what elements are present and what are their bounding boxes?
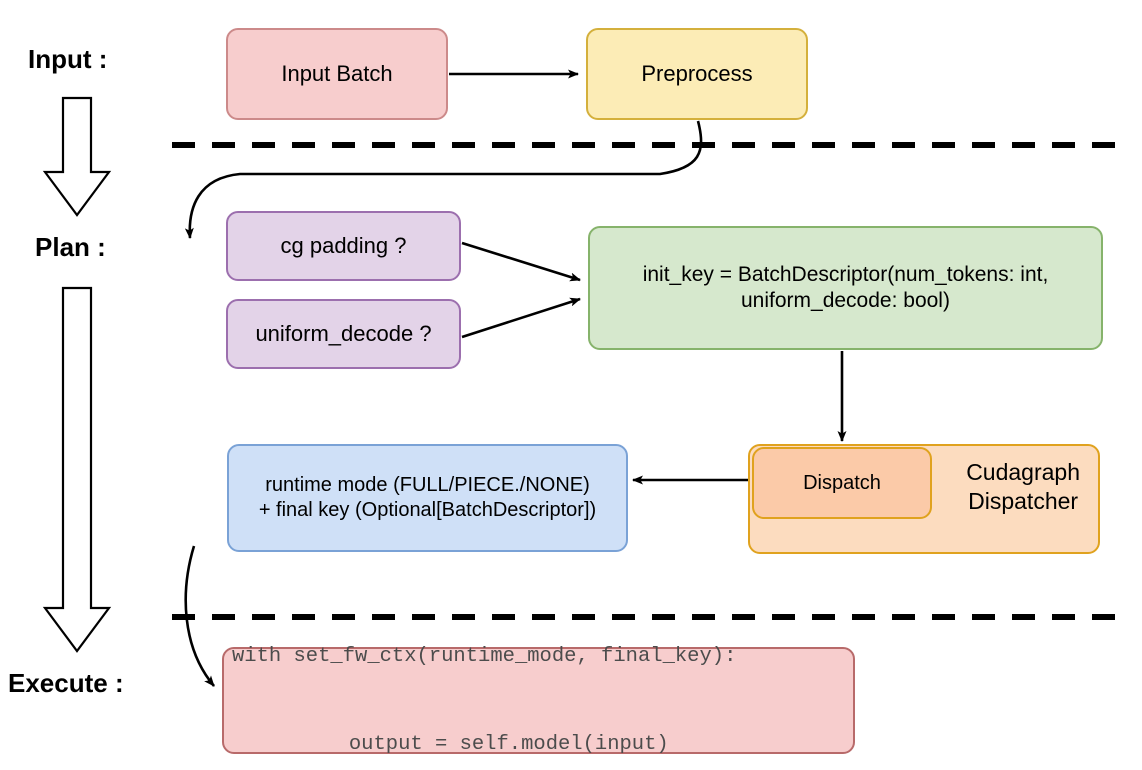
node-input-batch[interactable]: Input Batch — [226, 28, 448, 120]
stage-label-execute: Execute : — [8, 668, 124, 698]
node-cg-padding-label: cg padding ? — [280, 233, 407, 259]
stage-label-input: Input : — [28, 44, 108, 74]
node-runtime-mode-line2: + final key (Optional[BatchDescriptor]) — [258, 499, 597, 521]
node-execute-code-line1: with set_fw_ctx(runtime_mode, final_key)… — [232, 645, 737, 669]
stage-flow-arrow-plan-to-execute — [42, 286, 112, 653]
node-uniform-decode[interactable]: uniform_decode ? — [226, 299, 461, 369]
edge-cg-padding-to-init-key — [461, 241, 581, 282]
stage-flow-arrow-input-to-plan — [42, 96, 112, 217]
edge-runtime-mode-to-execute — [184, 545, 215, 687]
node-cudagraph-dispatcher-line1: Cudagraph — [966, 459, 1080, 485]
node-execute-code[interactable]: with set_fw_ctx(runtime_mode, final_key)… — [222, 645, 855, 756]
node-runtime-mode[interactable]: runtime mode (FULL/PIECE./NONE) + final … — [227, 444, 628, 552]
node-init-key[interactable]: init_key = BatchDescriptor(num_tokens: i… — [588, 226, 1103, 350]
node-cudagraph-dispatcher-line2: Dispatcher — [968, 487, 1079, 514]
node-input-batch-label: Input Batch — [281, 61, 393, 87]
node-init-key-line2: uniform_decode: bool) — [741, 289, 950, 312]
node-uniform-decode-label: uniform_decode ? — [255, 321, 432, 347]
node-dispatch[interactable]: Dispatch — [752, 447, 932, 519]
stage-label-plan: Plan : — [35, 232, 106, 262]
edge-uniform-decode-to-init-key — [461, 297, 581, 339]
node-init-key-line1: init_key = BatchDescriptor(num_tokens: i… — [642, 262, 1049, 286]
node-runtime-mode-line1: runtime mode (FULL/PIECE./NONE) — [265, 474, 590, 497]
node-cg-padding[interactable]: cg padding ? — [226, 211, 461, 281]
node-dispatch-label: Dispatch — [803, 471, 881, 494]
node-preprocess[interactable]: Preprocess — [586, 28, 808, 120]
node-execute-code-line2: output = self.model(input) — [299, 732, 669, 756]
node-preprocess-label: Preprocess — [641, 61, 753, 87]
